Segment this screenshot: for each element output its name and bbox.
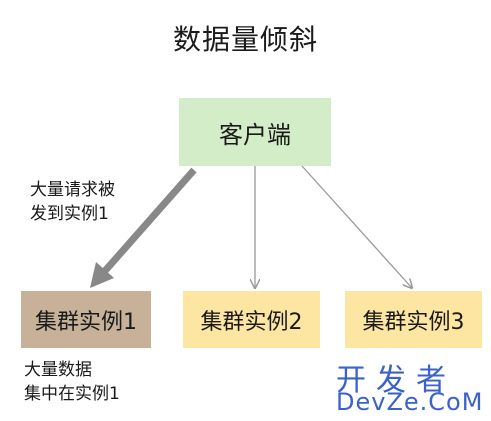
data-note: 大量数据 集中在实例1 — [24, 360, 120, 404]
instance3-node: 集群实例3 — [345, 291, 482, 348]
heavy-arrow-to-instance1 — [101, 167, 197, 275]
heavy-arrowhead — [90, 262, 114, 288]
watermark-en: DevZe.CoM — [336, 388, 484, 416]
arrow-to-instance3 — [301, 165, 412, 288]
watermark-cn: 开发者 — [336, 363, 456, 398]
request-note: 大量请求被 发到实例1 — [30, 180, 115, 224]
instance2-node: 集群实例2 — [183, 291, 320, 348]
client-node: 客户端 — [179, 98, 331, 166]
diagram-title: 数据量倾斜 — [172, 23, 318, 56]
instance1-node: 集群实例1 — [21, 291, 151, 348]
